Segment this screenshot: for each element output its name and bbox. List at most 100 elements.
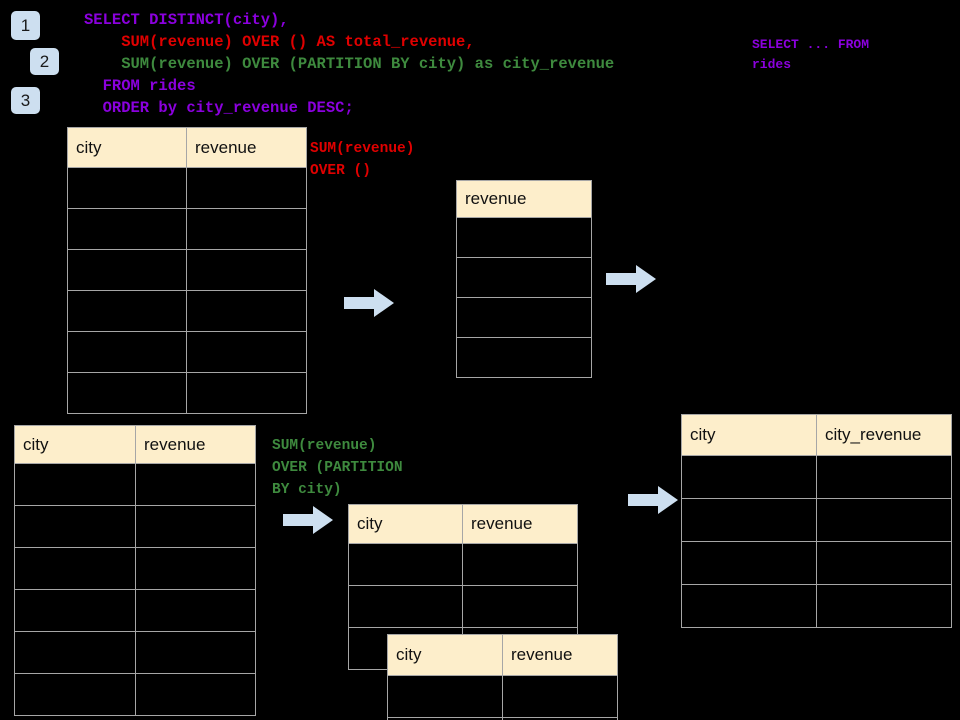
column-header-revenue: revenue xyxy=(135,425,256,464)
sql-line-select: SELECT DISTINCT(city), xyxy=(84,11,289,29)
cell-city xyxy=(681,584,817,628)
cell-city xyxy=(67,290,187,332)
cell-city xyxy=(681,498,817,542)
cell-revenue xyxy=(456,257,592,298)
column-header-city: city xyxy=(14,425,136,464)
cell-revenue xyxy=(135,547,256,590)
table-row xyxy=(67,208,307,250)
cell-city xyxy=(348,543,463,586)
cell-revenue xyxy=(186,249,307,291)
column-header-city: city xyxy=(681,414,817,456)
cell-revenue xyxy=(186,290,307,332)
table-row xyxy=(387,675,618,718)
table-row xyxy=(14,547,256,590)
cell-revenue xyxy=(456,297,592,338)
cell-revenue xyxy=(135,673,256,716)
cell-revenue xyxy=(502,675,618,718)
step-badge-2: 2 xyxy=(30,48,59,75)
cell-city xyxy=(681,541,817,585)
cell-city-revenue xyxy=(816,541,952,585)
table-row xyxy=(348,543,578,586)
cell-city xyxy=(67,331,187,373)
arrow-partitions-to-result xyxy=(628,486,678,514)
table-row xyxy=(348,585,578,628)
side-note-line-1: SELECT ... FROM xyxy=(752,37,870,52)
annotation-total-window: SUM(revenue) OVER () xyxy=(310,141,415,179)
table-header-row: city revenue xyxy=(348,504,578,544)
cell-revenue xyxy=(186,208,307,250)
table-row xyxy=(456,297,592,338)
cell-revenue xyxy=(462,585,578,628)
total-revenue-table: revenue xyxy=(456,180,592,378)
cell-city xyxy=(67,167,187,209)
table-row xyxy=(67,372,307,414)
table-row xyxy=(681,541,952,585)
cell-revenue xyxy=(186,372,307,414)
arrow-total-to-result xyxy=(606,265,656,293)
cell-city xyxy=(14,463,136,506)
table-row xyxy=(387,717,618,720)
column-header-revenue: revenue xyxy=(502,634,618,676)
step-badge-2-label: 2 xyxy=(39,52,50,71)
column-header-city: city xyxy=(67,127,187,168)
cell-city-revenue xyxy=(816,498,952,542)
sql-line-order-by: ORDER by city_revenue DESC; xyxy=(84,99,354,117)
table-row xyxy=(681,584,952,628)
cell-city xyxy=(681,455,817,499)
table-header-row: city revenue xyxy=(387,634,618,676)
table-row xyxy=(67,290,307,332)
table-row xyxy=(681,498,952,542)
cell-city xyxy=(348,585,463,628)
table-header-row: revenue xyxy=(456,180,592,218)
cell-city xyxy=(67,208,187,250)
cell-city xyxy=(14,589,136,632)
cell-revenue xyxy=(186,331,307,373)
cell-city-revenue xyxy=(816,455,952,499)
cell-city xyxy=(14,631,136,674)
step-badge-1-label: 1 xyxy=(20,16,31,35)
table-row xyxy=(456,217,592,258)
arrow-to-total-revenue xyxy=(344,289,394,317)
cell-revenue xyxy=(135,463,256,506)
sql-line-total-revenue: SUM(revenue) OVER () AS total_revenue, xyxy=(84,33,475,51)
table-row xyxy=(67,331,307,373)
cell-revenue xyxy=(135,505,256,548)
column-header-revenue: revenue xyxy=(462,504,578,544)
column-header-city: city xyxy=(387,634,503,676)
step-badge-3: 3 xyxy=(11,87,40,114)
cell-city xyxy=(14,505,136,548)
cell-city xyxy=(67,372,187,414)
cell-city-revenue xyxy=(816,584,952,628)
annotation-partition-window: SUM(revenue) OVER (PARTITION BY city) xyxy=(272,438,403,498)
arrow-to-partitions xyxy=(283,506,333,534)
table-row xyxy=(67,249,307,291)
partition-group-table-b: city revenue xyxy=(387,634,618,720)
table-row xyxy=(67,167,307,209)
table-header-row: city city_revenue xyxy=(681,414,952,456)
table-row xyxy=(681,455,952,499)
sql-line-from: FROM rides xyxy=(84,77,196,95)
cell-city xyxy=(14,547,136,590)
step-badge-3-label: 3 xyxy=(20,91,31,110)
cell-revenue xyxy=(456,337,592,378)
table-row xyxy=(456,257,592,298)
cell-revenue xyxy=(502,717,618,720)
rides-source-table-partitioned: city revenue xyxy=(14,425,256,716)
cell-city xyxy=(14,673,136,716)
cell-revenue xyxy=(456,217,592,258)
side-note-line-2: rides xyxy=(752,57,792,72)
cell-city xyxy=(387,675,503,718)
column-header-revenue: revenue xyxy=(186,127,307,168)
table-row xyxy=(14,589,256,632)
cell-revenue xyxy=(462,543,578,586)
step-badge-1: 1 xyxy=(11,11,40,40)
table-row xyxy=(456,337,592,378)
cell-revenue xyxy=(135,631,256,674)
sql-line-city-revenue: SUM(revenue) OVER (PARTITION BY city) as… xyxy=(84,55,615,73)
final-result-table: city city_revenue xyxy=(681,414,952,628)
table-row xyxy=(14,463,256,506)
table-row xyxy=(14,673,256,716)
cell-revenue xyxy=(186,167,307,209)
table-header-row: city revenue xyxy=(14,425,256,464)
